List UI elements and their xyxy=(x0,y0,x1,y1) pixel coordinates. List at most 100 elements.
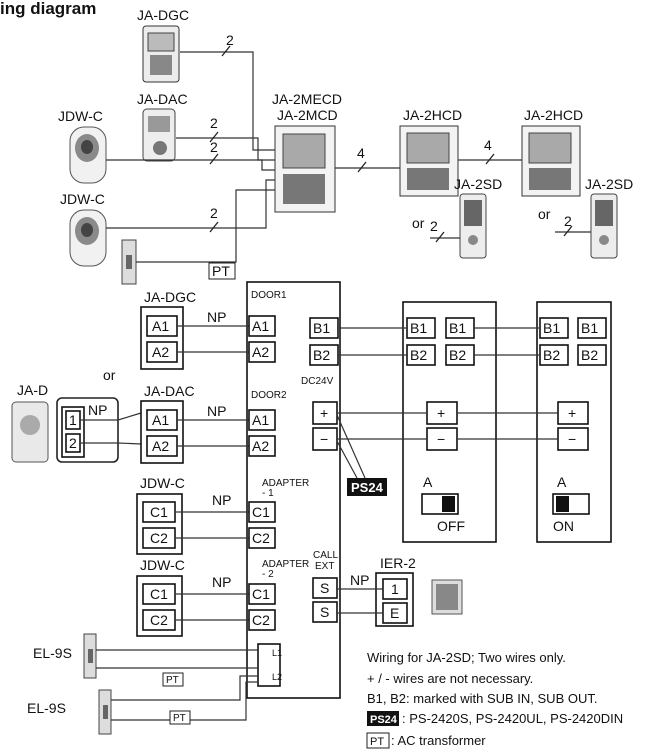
pt-box-top xyxy=(208,262,236,280)
ja-dac-a1: A1 xyxy=(152,412,169,428)
note-pt-tag xyxy=(366,732,390,749)
jdw-c2-c1: C1 xyxy=(150,586,168,602)
ier-2-device-icon xyxy=(431,579,463,615)
sub-door-icon-1 xyxy=(459,193,487,259)
ja-dac-device-icon xyxy=(142,108,176,162)
pt-label-top: PT xyxy=(212,263,230,279)
ja-dac-label-top: JA-DAC xyxy=(137,91,188,107)
electric-lock-icon-1 xyxy=(83,633,97,679)
jdw-c1-c1: C1 xyxy=(150,504,168,520)
door2-label: DOOR2 xyxy=(251,390,287,401)
ja-dgc-label-top: JA-DGC xyxy=(137,7,189,23)
master-plus: + xyxy=(320,405,328,421)
sub2-b1-in: B1 xyxy=(543,320,560,336)
jdw-c-label-top-1: JDW-C xyxy=(58,108,103,124)
jdw-c-camera-icon-1 xyxy=(69,126,107,184)
sub2-b2-out: B2 xyxy=(581,347,598,363)
note-line-5: : AC transformer xyxy=(391,733,486,748)
sub1-minus: − xyxy=(437,431,445,447)
np-label-dgc: NP xyxy=(207,309,226,325)
door1-label: DOOR1 xyxy=(251,290,287,301)
master-b1: B1 xyxy=(313,320,330,336)
call-s-1: S xyxy=(320,580,329,596)
sub1-b1-out: B1 xyxy=(449,320,466,336)
sub-door-label-1: JA-2SD xyxy=(454,176,502,192)
pt-label-2: PT xyxy=(173,713,186,724)
ier-2-label: IER-2 xyxy=(380,555,416,571)
door2-a2: A2 xyxy=(252,438,269,454)
ps24-tag xyxy=(347,478,387,496)
master-b2: B2 xyxy=(313,347,330,363)
diagram-title: ing diagram xyxy=(0,0,96,18)
door2-a1: A1 xyxy=(252,412,269,428)
ier-2-terminal-e: E xyxy=(390,605,399,621)
ja-dgc-label: JA-DGC xyxy=(144,289,196,305)
lock-terminal-strip xyxy=(257,643,281,687)
ja-dgc-a2: A2 xyxy=(152,344,169,360)
ja-dac-label: JA-DAC xyxy=(144,383,195,399)
pt-label-1: PT xyxy=(166,675,179,686)
lock-terminal-l1: L1 xyxy=(272,648,282,658)
note-line-4: : PS-2420S, PS-2420UL, PS-2420DIN xyxy=(402,711,623,726)
switch-a-label-2: A xyxy=(557,474,567,490)
jdw-c-label-1: JDW-C xyxy=(140,475,185,491)
sub2-plus: + xyxy=(568,405,576,421)
lock-terminal-l2: L2 xyxy=(272,672,282,682)
sub1-plus: + xyxy=(437,405,445,421)
note-ps24-label: PS24 xyxy=(370,714,398,726)
wire-count-sd-2: 2 xyxy=(564,213,572,229)
switch-off-label: OFF xyxy=(437,518,465,534)
el-9s-label-1: EL-9S xyxy=(33,645,72,661)
np-label-jad: NP xyxy=(88,402,107,418)
electric-lock-icon-2 xyxy=(98,689,112,735)
master-station-icon xyxy=(274,125,336,213)
sub-station-icon-2 xyxy=(521,125,581,197)
sub1-b2-in: B2 xyxy=(410,347,427,363)
wire-count-jdw-1: 2 xyxy=(210,139,218,155)
terminal-wiring-diagram: JA-DGC A1 A2 NP DOOR1 A1 A2 B1 B2 B1 B2 … xyxy=(11,281,612,735)
sub2-b1-out: B1 xyxy=(581,320,598,336)
call-label: CALL xyxy=(313,550,338,561)
note-line-1: Wiring for JA-2SD; Two wires only. xyxy=(367,650,566,665)
call-s-2: S xyxy=(320,604,329,620)
wiring-notes: Wiring for JA-2SD; Two wires only. + / -… xyxy=(366,650,623,749)
door1-a1: A1 xyxy=(252,318,269,334)
door1-a2: A2 xyxy=(252,344,269,360)
np-label-ier: NP xyxy=(350,572,369,588)
note-pt-label: PT xyxy=(370,736,384,748)
adapter2-c1: C1 xyxy=(252,586,270,602)
jdw-c-camera-icon-2 xyxy=(69,209,107,267)
switch-a-label-1: A xyxy=(423,474,433,490)
ja-d-device-icon xyxy=(11,401,49,463)
note-ps24-tag xyxy=(367,711,399,726)
pt-box-1 xyxy=(162,672,184,687)
wire-count-dac: 2 xyxy=(210,115,218,131)
electric-lock-icon-top xyxy=(121,239,137,285)
wire-count-sd-1: 2 xyxy=(430,218,438,234)
top-system-diagram: JA-DGC JA-DAC JDW-C JDW-C xyxy=(58,7,633,285)
sub-station-icon-1 xyxy=(399,125,459,197)
ps24-label: PS24 xyxy=(351,480,384,495)
np-label-jdw-2: NP xyxy=(212,574,231,590)
note-line-3: B1, B2: marked with SUB IN, SUB OUT. xyxy=(367,691,597,706)
or-label-2: or xyxy=(538,206,551,222)
wire-count-sub-sub: 4 xyxy=(484,137,492,153)
ier-2-terminal-1: 1 xyxy=(391,581,399,597)
jdw-c-label-2: JDW-C xyxy=(140,557,185,573)
adapter1-label-b: - 1 xyxy=(262,488,274,499)
adapter2-c2: C2 xyxy=(252,612,270,628)
sub-label-2: JA-2HCD xyxy=(524,107,583,123)
switch-on-label: ON xyxy=(553,518,574,534)
np-label-jdw-1: NP xyxy=(212,492,231,508)
sub2-minus: − xyxy=(568,431,576,447)
wire-count-master-sub: 4 xyxy=(357,145,365,161)
adapter1-label-a: ADAPTER xyxy=(262,478,309,489)
or-label-1: or xyxy=(412,215,425,231)
wire-count-dgc: 2 xyxy=(226,32,234,48)
jdw-c1-c2: C2 xyxy=(150,530,168,546)
jdw-c2-c2: C2 xyxy=(150,612,168,628)
ja-dgc-device-icon xyxy=(142,25,180,83)
adapter2-label-a: ADAPTER xyxy=(262,559,309,570)
ja-d-terminal-1: 1 xyxy=(69,412,77,428)
